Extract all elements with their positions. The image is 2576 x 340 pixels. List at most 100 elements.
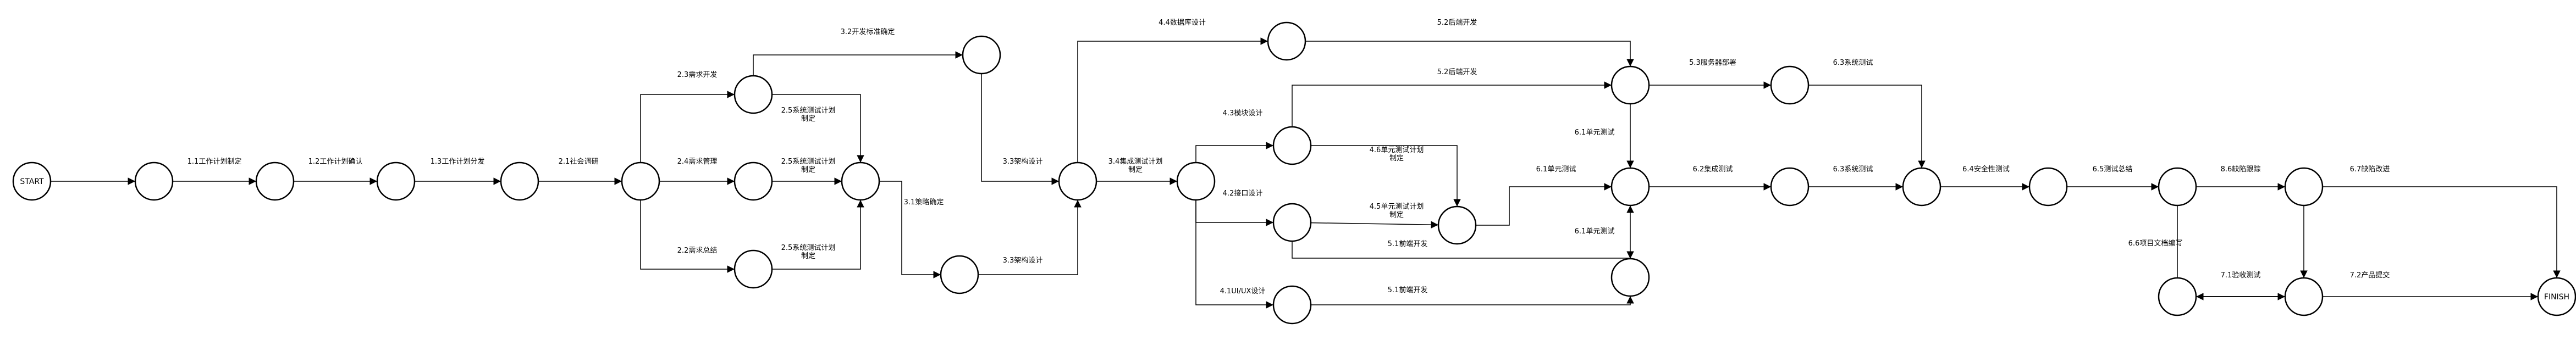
edge-label: 4.5单元测试计划制定 [1370, 203, 1424, 219]
event-node [2284, 277, 2324, 316]
edge-label: 4.2接口设计 [1223, 189, 1263, 198]
node-circle [255, 161, 295, 201]
edge-n9-n12 [981, 74, 1059, 185]
event-node [1770, 167, 1810, 207]
node-circle [1902, 167, 1941, 207]
edges-layer [51, 37, 2561, 309]
node-circle [2158, 167, 2197, 207]
edge-n6-n10 [772, 94, 864, 163]
event-node [733, 75, 773, 114]
edge-label: 2.4需求管理 [677, 158, 718, 166]
edge-label: 5.3服务器部署 [1689, 58, 1736, 67]
edge-n15-n19 [1292, 81, 1612, 127]
node-circle [1272, 203, 1312, 242]
edge-label: 4.1UI/UX设计 [1220, 287, 1266, 296]
event-node [733, 249, 773, 289]
edge-label: 5.1前端开发 [1388, 286, 1428, 294]
event-node [1058, 161, 1097, 201]
edge-label: 1.2工作计划确认 [308, 158, 363, 166]
node-circle [733, 249, 773, 289]
node-circle [2158, 277, 2197, 316]
event-node [940, 255, 979, 294]
event-node [841, 161, 880, 201]
edge-label: 7.2产品提交 [2350, 271, 2390, 280]
edge-n14-n16 [1195, 200, 1273, 226]
event-node [962, 35, 1001, 75]
event-node [733, 161, 773, 201]
node-circle [2537, 277, 2576, 316]
node-circle [733, 75, 773, 114]
event-node [1610, 167, 1650, 207]
node-circle [733, 161, 773, 201]
edge-label: 2.1社会调研 [559, 157, 599, 166]
node-circle [1770, 65, 1810, 105]
event-node [134, 161, 174, 201]
node-circle [1770, 167, 1810, 207]
edge-label: 2.5系统测试计划制定 [781, 244, 836, 260]
start-node: START [12, 161, 52, 201]
event-node [621, 161, 660, 201]
edge-label: 5.2后端开发 [1437, 18, 1477, 27]
node-circle [1176, 161, 1216, 201]
event-node [1267, 21, 1306, 61]
node-circle [1437, 205, 1477, 245]
edge-n15-n18 [1311, 145, 1461, 207]
node-circle [2284, 277, 2324, 316]
event-node [1610, 258, 1650, 297]
node-circle [134, 161, 174, 201]
edge-n11-n12 [978, 200, 1082, 275]
edge-label: 1.3工作计划分发 [431, 157, 485, 166]
edge-label: 5.1前端开发 [1388, 239, 1428, 248]
node-circle [1272, 126, 1312, 165]
edge-n18-n20 [1476, 183, 1612, 226]
edge-n8-n10 [772, 200, 864, 270]
edge-label: 3.3架构设计 [1003, 158, 1043, 166]
node-circle [2284, 167, 2324, 207]
edge-label: 2.2需求总结 [677, 247, 718, 255]
edge-n26-n28 [2177, 205, 2285, 300]
event-node [1176, 161, 1216, 201]
edge-n5-n6 [640, 91, 735, 163]
edge-label: 4.4数据库设计 [1159, 18, 1206, 27]
event-node [1610, 65, 1650, 105]
node-circle [1267, 21, 1306, 61]
edge-label: 3.3架构设计 [1003, 257, 1043, 265]
event-node [1272, 126, 1312, 165]
node-circle [841, 161, 880, 201]
edge-n12-n13 [1077, 37, 1268, 163]
edge-label: 3.2开发标准确定 [841, 27, 895, 36]
event-node [1272, 203, 1312, 242]
event-node [1770, 65, 1810, 105]
edge-label: 6.1单元测试 [1575, 227, 1615, 236]
edge-label: 4.3模块设计 [1223, 109, 1263, 118]
edge-label: 8.6缺陷跟踪 [2221, 165, 2261, 174]
edge-n27-finish [2323, 186, 2561, 278]
edge-n14-n17 [1195, 200, 1273, 309]
edge-n10-n11 [879, 181, 941, 278]
event-node [1437, 205, 1477, 245]
node-circle [500, 161, 539, 201]
edge-label: 6.4安全性测试 [1962, 165, 2010, 174]
edge-label: 7.1验收测试 [2221, 271, 2261, 280]
event-node [2158, 277, 2197, 316]
node-label: FINISH [2544, 293, 2569, 302]
edge-label: 2.5系统测试计划制定 [781, 158, 836, 174]
node-circle [2028, 167, 2068, 207]
nodes-layer: START FINISH [12, 21, 2576, 325]
edge-n6-n9 [753, 51, 963, 76]
edge-label: 2.5系统测试计划制定 [781, 107, 836, 123]
event-node [2028, 167, 2068, 207]
node-label: START [20, 177, 44, 186]
event-node [2284, 167, 2324, 207]
edge-label: 6.5测试总结 [2093, 165, 2133, 174]
edge-label: 6.7缺陷改进 [2350, 165, 2390, 174]
node-circle [962, 35, 1001, 75]
edge-label: 2.3需求开发 [677, 70, 718, 79]
node-circle [940, 255, 979, 294]
event-node [500, 161, 539, 201]
edge-n22-n24 [1808, 85, 1926, 168]
node-circle [1610, 167, 1650, 207]
edge-n13-n19 [1305, 41, 1634, 66]
